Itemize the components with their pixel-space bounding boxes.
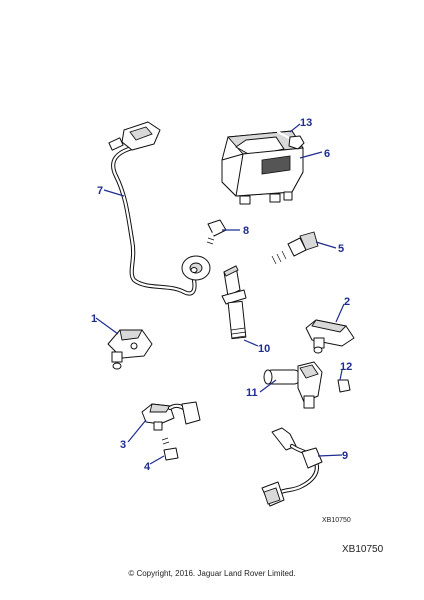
callout-8: 8 [243,225,249,237]
callout-6: 6 [324,148,330,160]
diagram-reference-small: XB10750 [322,517,351,524]
callout-4: 4 [144,461,151,473]
callout-12: 12 [340,361,352,373]
sensor-harness-part-9[interactable] [261,427,323,507]
diagram-reference-large: XB10750 [342,544,384,555]
callout-7: 7 [97,185,103,197]
bolt-part-8[interactable] [204,219,227,250]
callout-2: 2 [344,296,350,308]
wiring-harness-part-7[interactable] [108,121,211,296]
bolt-part-4[interactable] [161,434,179,461]
copyright-notice: © Copyright, 2016. Jaguar Land Rover Lim… [128,569,296,578]
callout-numbers: 1 2 3 4 5 6 7 8 9 10 11 12 13 [91,117,352,473]
temperature-sensor-part-5[interactable] [266,231,319,265]
sensor-part-3[interactable] [141,401,201,431]
position-sensor-part-10[interactable] [221,265,247,340]
leader-lines [95,123,345,465]
control-module-part-6[interactable] [221,130,304,205]
sensor-part-11[interactable] [263,361,323,409]
callout-10: 10 [258,343,270,355]
bolt-part-13[interactable] [276,130,305,150]
callout-3: 3 [120,439,126,451]
callout-9: 9 [342,450,348,462]
map-sensor-part-2[interactable] [305,319,355,354]
callout-1: 1 [91,313,97,325]
callout-5: 5 [338,243,344,255]
callout-13: 13 [300,117,312,129]
callout-11: 11 [246,387,258,399]
camshaft-sensor-part-1[interactable] [107,329,153,370]
bolt-part-12[interactable] [326,379,351,393]
